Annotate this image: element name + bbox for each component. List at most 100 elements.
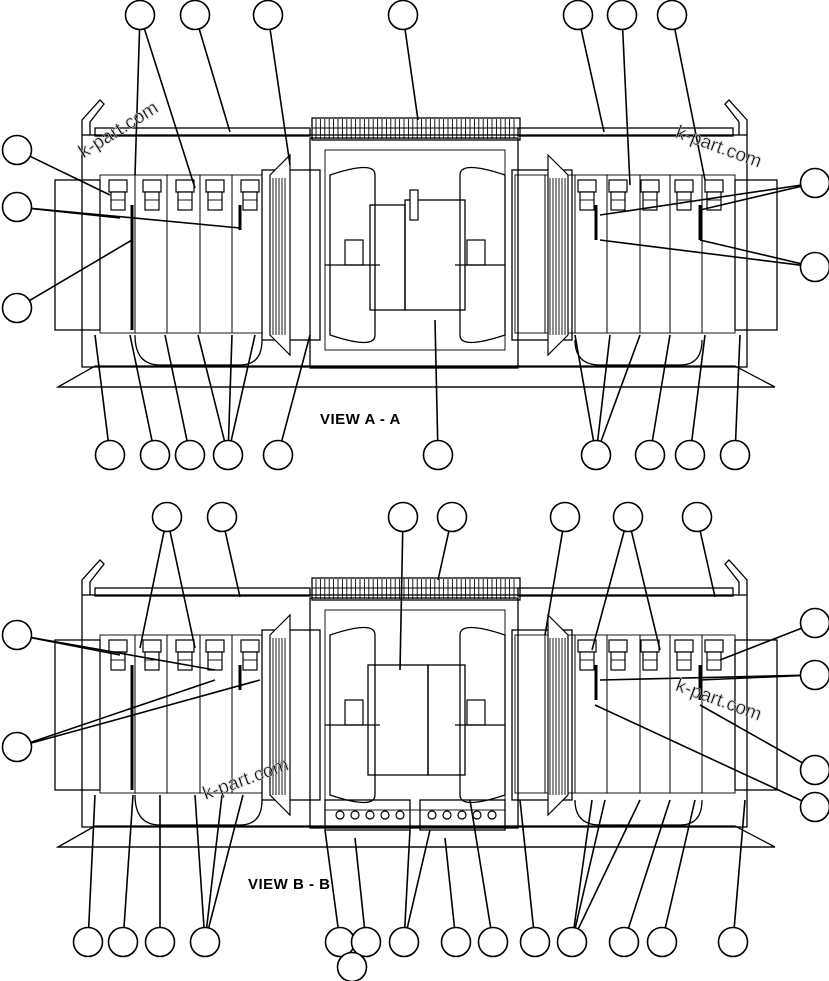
leader-line-10-0 — [699, 185, 802, 211]
leader-line-15-1 — [227, 334, 233, 441]
callout-balloon-35 — [72, 926, 104, 958]
callout-balloon-32 — [799, 659, 829, 691]
leader-line-32-1 — [599, 674, 801, 681]
callout-balloon-3 — [387, 0, 419, 31]
callout-balloon-31 — [799, 607, 829, 639]
leader-line-3-0 — [404, 29, 419, 121]
terminal-left-1 — [350, 810, 360, 820]
leader-line-19-0 — [651, 334, 671, 441]
right-connector-body-0 — [579, 651, 595, 671]
left-bracket — [81, 99, 105, 135]
callout-balloon-16 — [262, 439, 294, 471]
base-platform — [55, 365, 776, 388]
callout-balloon-30 — [1, 731, 33, 763]
terminal-left-4 — [395, 810, 405, 820]
right-connector-cap-4 — [704, 179, 724, 193]
left-connector-body-1 — [144, 191, 160, 211]
leader-line-17-0 — [434, 319, 439, 441]
left-cable-loop — [134, 794, 263, 826]
motor-center — [404, 199, 466, 311]
leader-line-34-0 — [594, 704, 803, 802]
right-fan-frame — [511, 629, 573, 801]
left-connector-body-3 — [207, 651, 223, 671]
leader-line-38-1 — [205, 794, 223, 928]
left-connector-cap-3 — [205, 639, 225, 653]
left-connector-cap-3 — [205, 179, 225, 193]
callout-balloon-13 — [139, 439, 171, 471]
left-top-rail — [94, 587, 311, 597]
leader-line-38-0 — [194, 794, 205, 928]
left-top-rail — [94, 127, 311, 137]
outer-frame — [81, 134, 748, 368]
callout-balloon-49 — [717, 926, 749, 958]
leader-line-5-0 — [621, 29, 631, 186]
callout-balloon-4 — [562, 0, 594, 31]
right-fan-frame — [511, 169, 573, 341]
leader-line-48-0 — [664, 799, 696, 929]
left-connector-body-3 — [207, 191, 223, 211]
left-connector-body-2 — [177, 651, 193, 671]
leader-line-27-1 — [630, 530, 661, 651]
callout-balloon-41 — [336, 951, 368, 981]
leader-line-26-0 — [544, 531, 564, 636]
callout-balloon-29 — [1, 619, 33, 651]
inner-right-bowl — [459, 166, 506, 344]
right-connector-cap-1 — [608, 639, 628, 653]
callout-balloon-10 — [799, 167, 829, 199]
leader-line-33-0 — [699, 704, 803, 764]
leader-line-35-0 — [87, 794, 96, 928]
left-side-box — [54, 639, 101, 791]
view-b-label: VIEW B - B — [248, 876, 331, 893]
callout-balloon-7 — [1, 134, 33, 166]
leader-line-22-1 — [169, 531, 196, 649]
view-a-label: VIEW A - A — [320, 411, 401, 428]
left-connector-cap-2 — [175, 639, 195, 653]
callout-balloon-25 — [436, 501, 468, 533]
right-clamp — [466, 239, 486, 266]
right-top-rail — [517, 587, 734, 597]
right-connector-cap-4 — [704, 639, 724, 653]
right-module-0 — [514, 174, 546, 334]
callout-balloon-43 — [440, 926, 472, 958]
leader-line-1-0 — [198, 28, 231, 133]
right-module-0 — [514, 634, 546, 794]
leader-line-12-0 — [94, 334, 109, 441]
terminal-right-3 — [472, 810, 482, 820]
right-connector-body-3 — [676, 651, 692, 671]
terminal-right-1 — [442, 810, 452, 820]
left-connector-cap-1 — [142, 179, 162, 193]
leader-line-13-0 — [129, 334, 153, 441]
callout-balloon-36 — [107, 926, 139, 958]
callout-balloon-12 — [94, 439, 126, 471]
leader-line-38-2 — [207, 794, 244, 929]
right-side-box — [734, 179, 778, 331]
leader-line-11-1 — [699, 239, 802, 265]
terminal-right-0 — [427, 810, 437, 820]
callout-balloon-23 — [206, 501, 238, 533]
outer-frame — [81, 594, 748, 828]
leader-line-14-0 — [164, 334, 188, 441]
leader-line-45-0 — [519, 799, 535, 928]
terminal-right-4 — [487, 810, 497, 820]
leader-line-0-1 — [143, 28, 196, 189]
leader-line-10-1 — [599, 184, 801, 216]
left-side-box — [54, 179, 101, 331]
leader-line-31-0 — [719, 627, 802, 661]
central-housing — [309, 597, 519, 829]
leader-line-11-0 — [599, 239, 801, 266]
callout-balloon-46 — [556, 926, 588, 958]
callout-balloon-21 — [719, 439, 751, 471]
right-top-rail — [517, 127, 734, 137]
leader-line-25-0 — [437, 530, 450, 581]
terminal-right-2 — [457, 810, 467, 820]
terminal-left-0 — [335, 810, 345, 820]
left-connector-cap-2 — [175, 179, 195, 193]
leader-line-18-0 — [574, 334, 595, 441]
right-connector-body-2 — [642, 191, 658, 211]
left-connector-body-0 — [110, 651, 126, 671]
right-clamp — [466, 699, 486, 726]
callout-balloon-42 — [388, 926, 420, 958]
leader-line-18-1 — [596, 334, 611, 441]
left-connector-cap-4 — [240, 179, 260, 193]
left-connector-cap-0 — [108, 639, 128, 653]
